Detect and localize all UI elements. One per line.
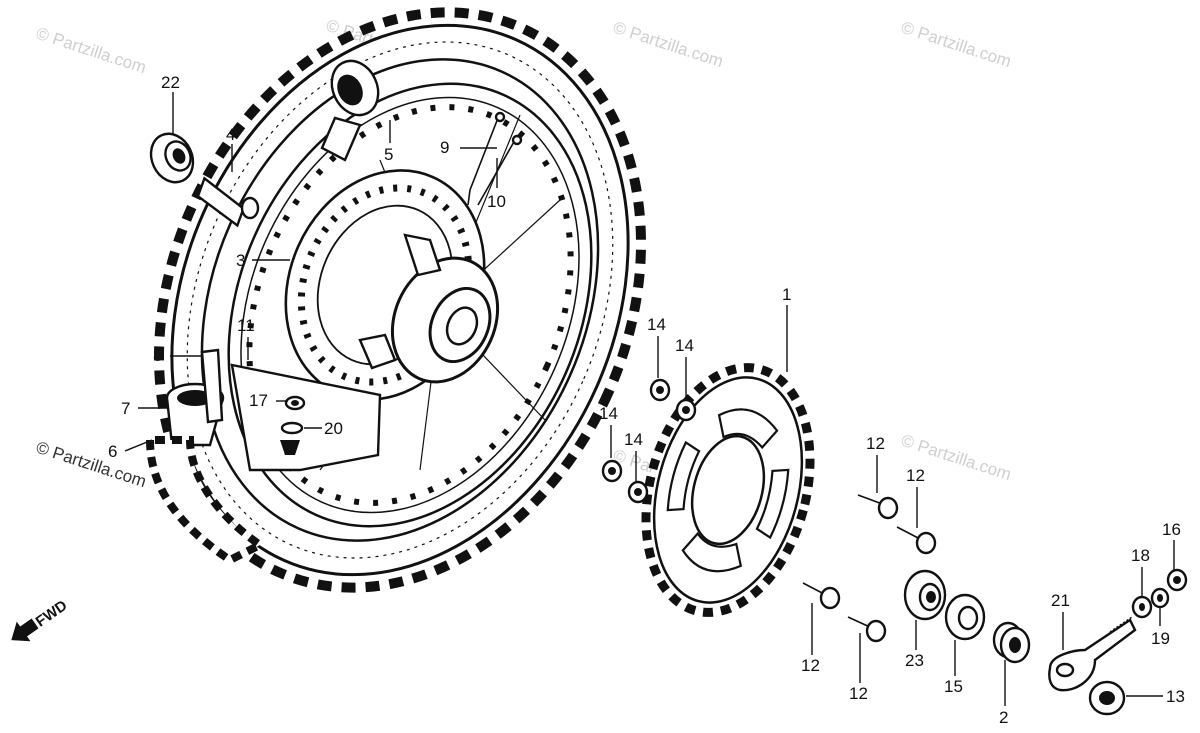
callout-17: 17	[249, 391, 268, 410]
callout-13: 13	[1166, 687, 1185, 706]
callout-12: 12	[801, 656, 820, 675]
callout-21: 21	[1051, 591, 1070, 610]
callout-14: 14	[647, 315, 666, 334]
callout-20: 20	[324, 419, 343, 438]
callout-14: 14	[675, 336, 694, 355]
bracket-8	[200, 348, 224, 424]
nut-16	[1166, 568, 1188, 592]
forward-label: FWD	[33, 597, 71, 631]
nut-14	[649, 378, 671, 402]
nut-14	[627, 480, 649, 504]
nut-14	[675, 398, 697, 422]
chain-adjuster-21	[1048, 616, 1137, 692]
arrow-forward-icon	[11, 618, 39, 642]
forward-direction: FWD	[11, 597, 71, 642]
spacer-4	[196, 176, 260, 228]
callout-9: 9	[440, 138, 449, 157]
callout-12: 12	[849, 684, 868, 703]
washer-18	[1131, 595, 1153, 619]
oil-seal-15	[944, 593, 986, 641]
callout-15: 15	[944, 677, 963, 696]
bolt-12	[896, 526, 937, 555]
watermark: © Partzilla.com	[34, 438, 149, 491]
callout-7: 7	[121, 399, 130, 418]
callout-10: 10	[487, 192, 506, 211]
nut-14	[601, 459, 623, 483]
callout-12: 12	[866, 434, 885, 453]
callout-16: 16	[1162, 520, 1181, 539]
callouts: 22 4 5 9 10 3 11 8 7 6 17 20 1 14 14 14 …	[108, 73, 1185, 727]
callout-3: 3	[236, 251, 245, 270]
bearing-22	[149, 132, 195, 184]
bolt-12	[802, 582, 841, 610]
leader-lines	[124, 92, 1175, 706]
callout-2: 2	[999, 708, 1008, 727]
callout-18: 18	[1131, 546, 1150, 565]
callout-23: 23	[905, 651, 924, 670]
cover-plate-11	[230, 363, 382, 472]
watermark: © Partzilla.com	[34, 24, 149, 77]
bolt-12	[847, 616, 887, 643]
nut-19	[1150, 587, 1170, 609]
rim-band	[320, 59, 380, 162]
tire-section-6	[145, 436, 268, 565]
callout-6: 6	[108, 442, 117, 461]
callout-11: 11	[237, 316, 255, 335]
callout-8: 8	[153, 346, 162, 365]
adjuster-nut-13	[1088, 680, 1126, 716]
callout-5: 5	[384, 145, 393, 164]
callout-4: 4	[226, 125, 235, 144]
callout-22: 22	[161, 73, 180, 92]
callout-12: 12	[906, 466, 925, 485]
callout-1: 1	[782, 285, 791, 304]
sprocket	[641, 363, 815, 617]
wheel-hub	[358, 233, 500, 384]
callout-14: 14	[599, 404, 618, 423]
collar-2	[992, 621, 1031, 664]
callout-19: 19	[1151, 629, 1170, 648]
bolt-12	[857, 494, 899, 520]
watermark: © Partzilla.com	[899, 18, 1014, 71]
watermark: © Partzilla.com	[611, 18, 726, 71]
bearing-23	[903, 569, 947, 621]
callout-14: 14	[624, 430, 643, 449]
